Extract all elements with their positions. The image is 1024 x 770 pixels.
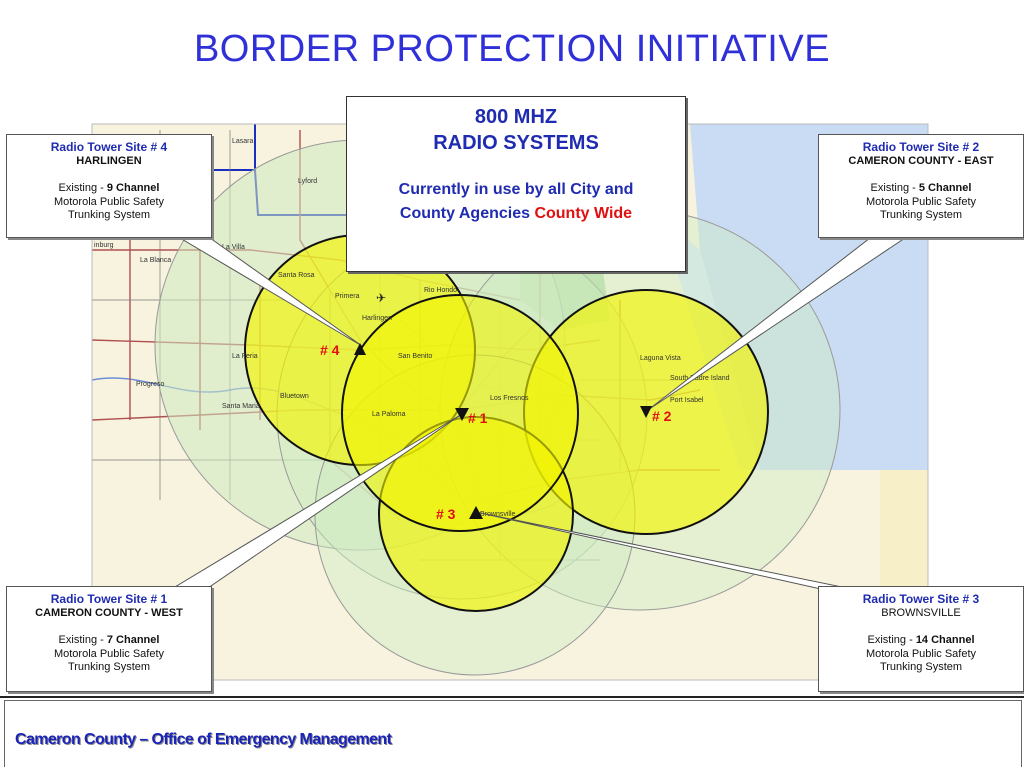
page-title: BORDER PROTECTION INITIATIVE <box>193 28 831 70</box>
town-label: Santa Maria <box>222 403 260 410</box>
footer-panel: Cameron County – Office of Emergency Man… <box>4 700 1022 767</box>
footer-org-name: Cameron County – Office of Emergency Man… <box>15 731 392 748</box>
tower-site-4-heading: Radio Tower Site # 4 <box>50 140 168 154</box>
coverage-map: Santa Rosa Primera Rio Hondo Harlingen S… <box>91 123 929 681</box>
tower-1-label: # 1 <box>468 410 488 426</box>
tower-1-marker-icon <box>455 408 469 421</box>
tower-site-1-existing: Existing - 7 Channel <box>7 634 211 648</box>
town-label: La Feria <box>232 353 258 360</box>
tower-site-3-area: BROWNSVILLE <box>881 606 961 619</box>
tower-3-marker-icon <box>469 506 483 519</box>
existing-label: Existing - <box>58 182 104 194</box>
tower-site-2-area: CAMERON COUNTY - EAST <box>848 154 994 167</box>
footer: Cameron County – Office of Emergency Man… <box>0 696 1024 770</box>
tower-site-1-line2: Motorola Public Safety <box>53 647 165 660</box>
town-label: Harlingen <box>362 315 392 322</box>
tower-site-2-line2: Motorola Public Safety <box>865 195 977 208</box>
tower-site-2-line3: Trunking System <box>879 209 963 221</box>
tower-site-2-heading: Radio Tower Site # 2 <box>862 140 980 154</box>
existing-label: Existing - <box>867 634 913 646</box>
box-heading-2: RADIO SYSTEMS <box>433 132 599 154</box>
town-label: Lasara <box>232 138 254 145</box>
town-label: Bluetown <box>280 393 309 400</box>
town-label: La Villa <box>222 244 245 251</box>
box-description-line-1: Currently in use by all City and <box>398 181 634 198</box>
tower-2-label: # 2 <box>652 408 672 424</box>
tower-site-2-callout: Radio Tower Site # 2 CAMERON COUNTY - EA… <box>818 134 1024 238</box>
tower-site-4-callout: Radio Tower Site # 4 HARLINGEN Existing … <box>6 134 212 238</box>
tower-4-marker-icon <box>354 343 366 355</box>
box-description: Currently in use by all City and County … <box>347 178 685 226</box>
channel-count: 5 Channel <box>918 182 972 194</box>
town-label: inburg <box>94 242 114 249</box>
tower-site-3-callout: Radio Tower Site # 3 BROWNSVILLE Existin… <box>818 586 1024 692</box>
town-label: La Paloma <box>372 411 406 418</box>
tower-site-4-existing: Existing - 9 Channel <box>7 182 211 196</box>
town-label: Laguna Vista <box>640 355 681 362</box>
tower-4-label: # 4 <box>320 342 340 358</box>
channel-count: 9 Channel <box>106 182 160 194</box>
town-label: Lyford <box>298 178 317 185</box>
tower-site-4-line2: Motorola Public Safety <box>53 195 165 208</box>
callout-pointers <box>168 237 907 601</box>
tower-2-marker-icon <box>640 406 652 418</box>
county-wide-highlight: County Wide <box>534 205 633 222</box>
channel-count: 7 Channel <box>106 634 160 646</box>
town-label: Rio Hondo <box>424 287 457 294</box>
tower-site-1-line3: Trunking System <box>67 661 151 673</box>
tower-site-3-heading: Radio Tower Site # 3 <box>862 592 980 606</box>
town-label: Brownsville <box>480 511 516 518</box>
box-description-text: County Agencies <box>399 205 530 222</box>
town-label: Port Isabel <box>670 397 704 404</box>
tower-site-3-existing: Existing - 14 Channel <box>819 634 1023 648</box>
town-label: San Benito <box>398 353 432 360</box>
tower-site-4-area: HARLINGEN <box>76 154 142 167</box>
existing-label: Existing - <box>870 182 916 194</box>
tower-site-3-line3: Trunking System <box>879 661 963 673</box>
town-label: Primera <box>335 293 360 300</box>
tower-site-1-area: CAMERON COUNTY - WEST <box>35 606 183 619</box>
box-heading-1: 800 MHZ <box>474 106 558 128</box>
tower-markers: # 4 # 2 # 1 # 3 <box>320 342 672 522</box>
radio-systems-box: 800 MHZ RADIO SYSTEMS Currently in use b… <box>346 96 686 272</box>
tower-site-1-heading: Radio Tower Site # 1 <box>50 592 168 606</box>
tower-3-label: # 3 <box>436 506 456 522</box>
tower-site-4-line3: Trunking System <box>67 209 151 221</box>
tower-site-1-callout: Radio Tower Site # 1 CAMERON COUNTY - WE… <box>6 586 212 692</box>
channel-count: 14 Channel <box>915 634 975 646</box>
tower-site-2-existing: Existing - 5 Channel <box>819 182 1023 196</box>
town-label: South Padre Island <box>670 375 730 382</box>
existing-label: Existing - <box>58 634 104 646</box>
town-label: Santa Rosa <box>278 272 315 279</box>
box-description-line-2: County Agencies County Wide <box>347 202 685 226</box>
town-label: La Blanca <box>140 257 171 264</box>
town-label: Los Fresnos <box>490 395 529 402</box>
airport-icon: ✈ <box>376 291 386 305</box>
tower-site-3-line2: Motorola Public Safety <box>865 647 977 660</box>
town-label: Progreso <box>136 381 165 388</box>
